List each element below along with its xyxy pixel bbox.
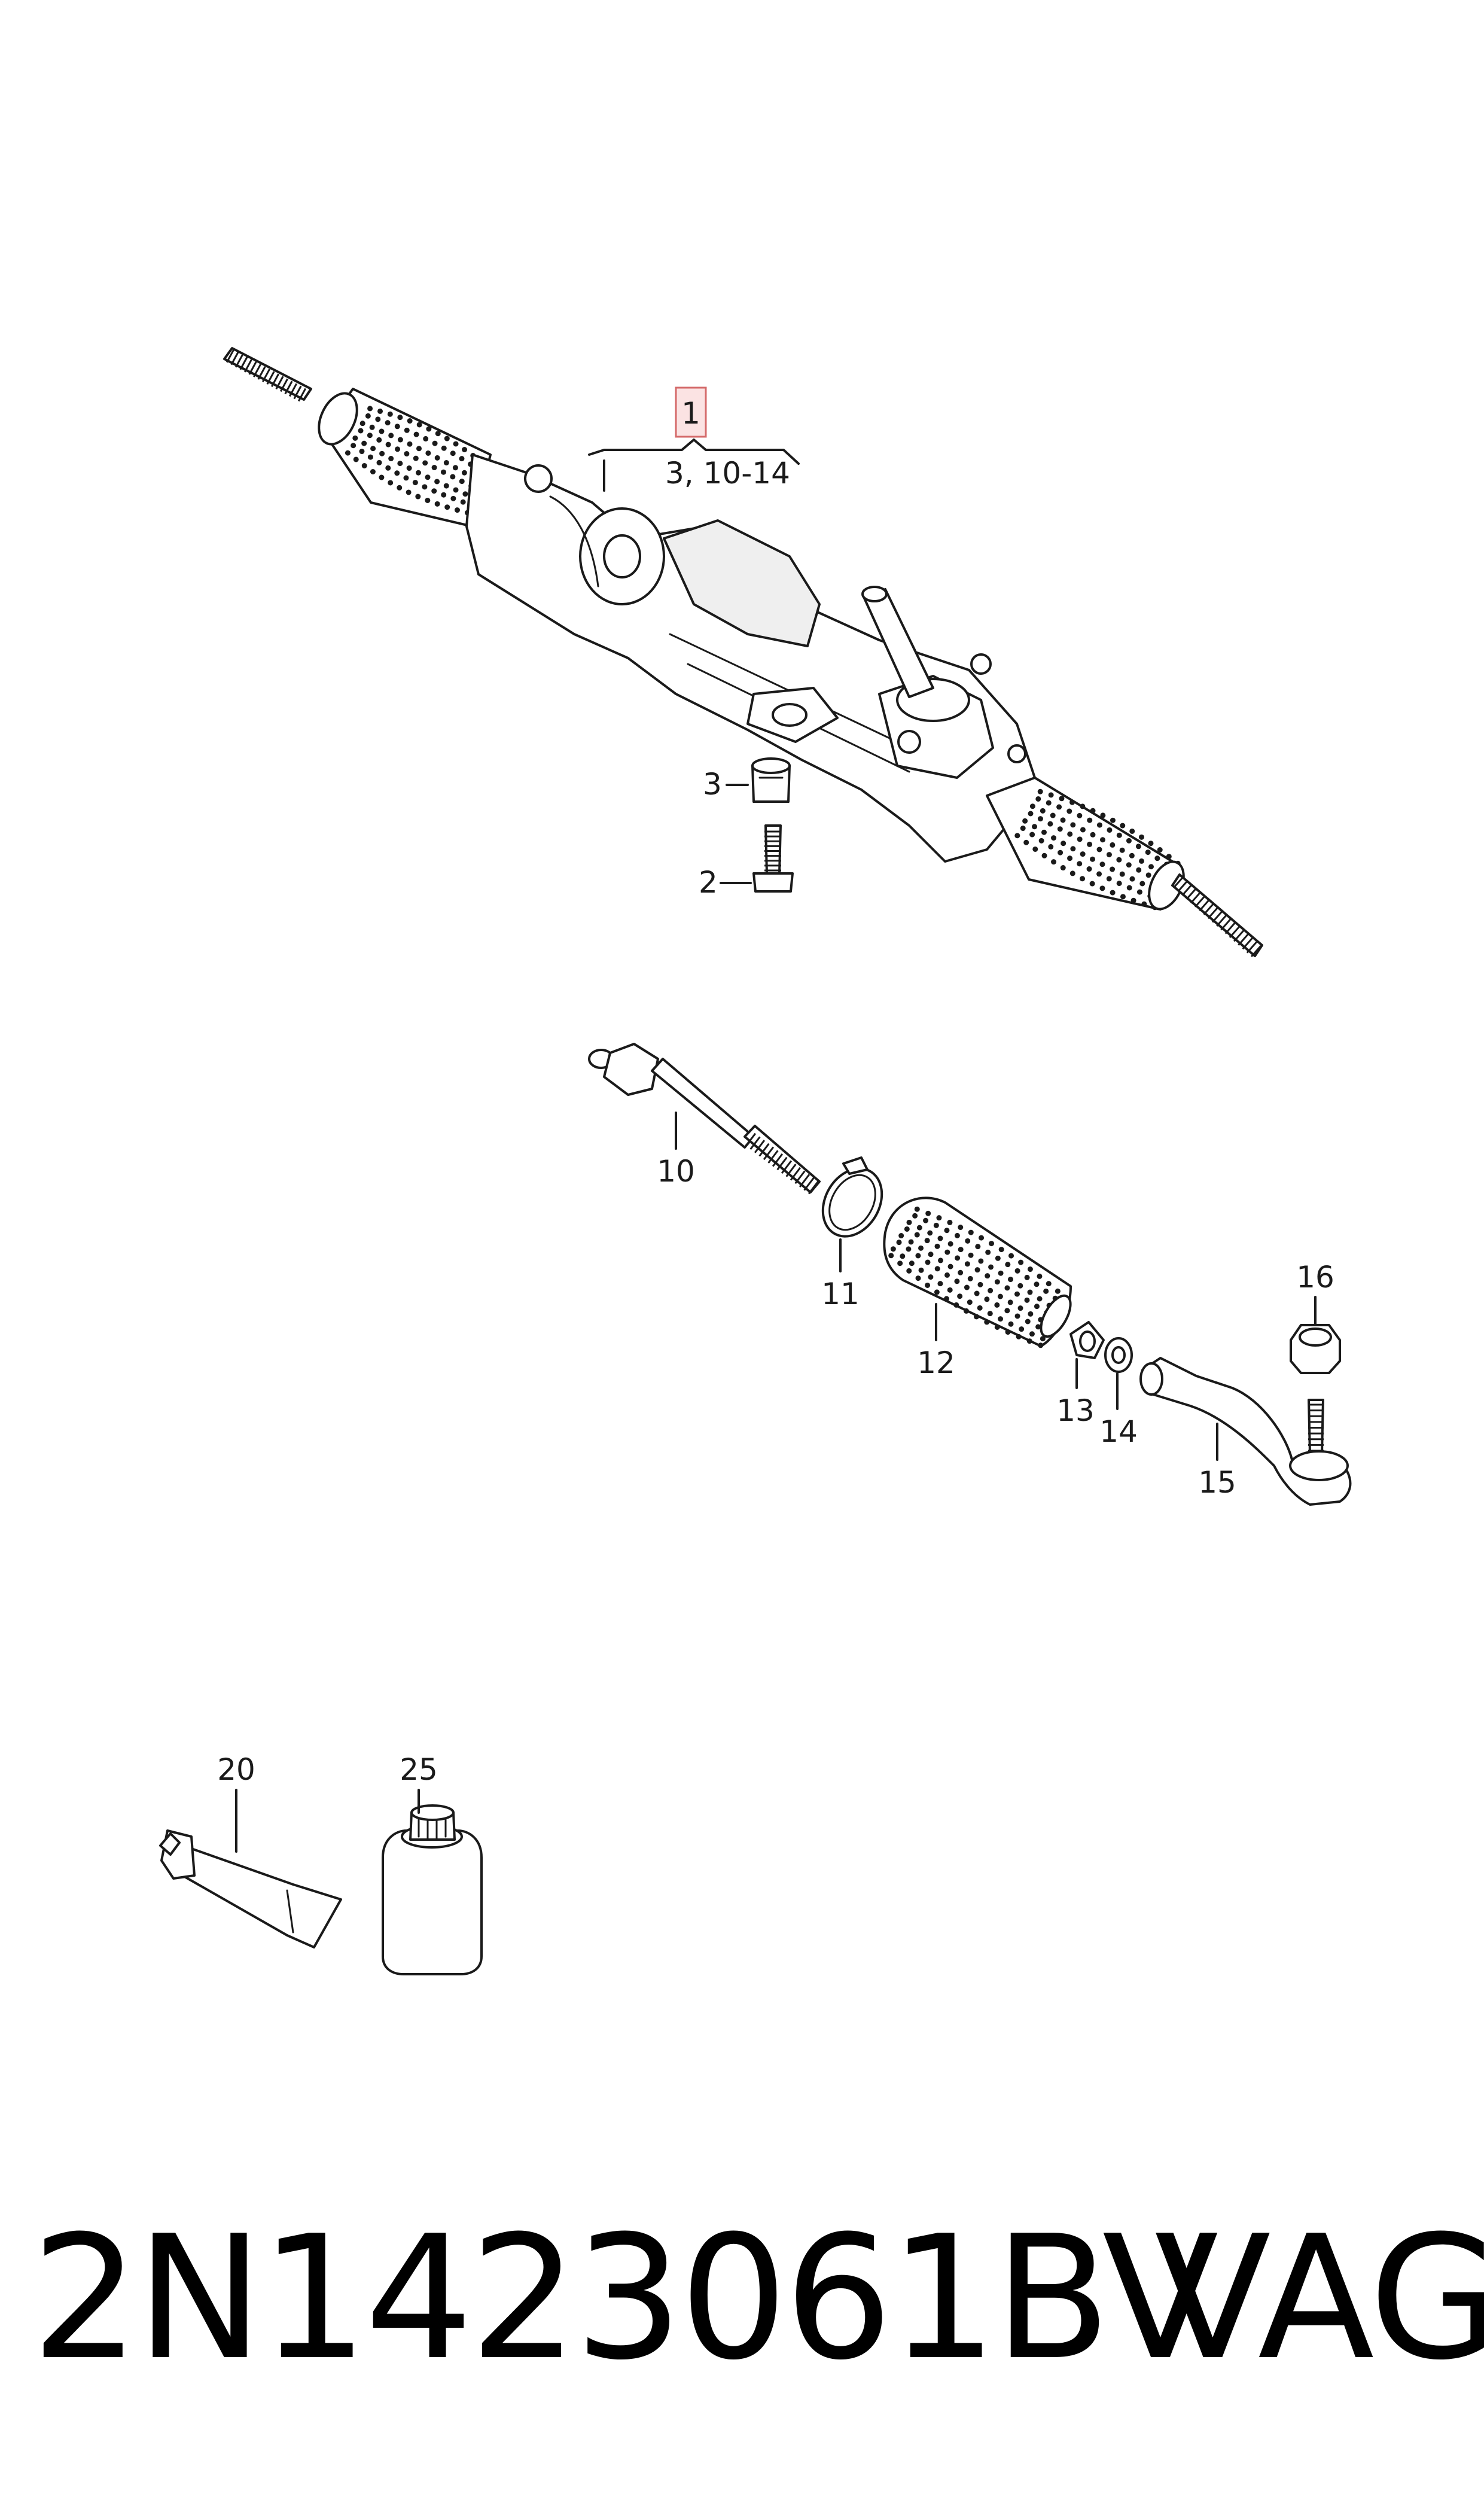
lock-nut (1104, 1337, 1133, 1373)
callout-10-label: 10 (657, 1154, 695, 1189)
callout-20-label: 20 (217, 1752, 255, 1787)
callout-2: 2 (699, 865, 752, 900)
callout-14-label: 14 (1099, 1414, 1138, 1449)
callout-16: 16 (1296, 1260, 1334, 1326)
callout-11-label: 11 (821, 1277, 860, 1311)
callout-15: 15 (1198, 1423, 1236, 1500)
callout-16-label: 16 (1296, 1260, 1334, 1295)
callout-20: 20 (217, 1752, 255, 1853)
callout-3: 3 (703, 767, 749, 802)
callout-1-label: 1 (681, 396, 700, 431)
callout-13: 13 (1056, 1358, 1095, 1428)
callout-2-label: 2 (699, 865, 718, 900)
callout-3-label: 3 (703, 767, 722, 802)
steering-rack-assembly (223, 347, 1263, 957)
rack-left-threaded-rod (223, 347, 312, 402)
brand-label: VAG (1154, 2199, 1484, 2398)
grease-tube (159, 1829, 342, 1948)
tie-rod-end (1139, 1357, 1352, 1506)
rack-left-boot (318, 388, 493, 528)
callout-11: 11 (821, 1238, 860, 1311)
rack-right-boot (986, 777, 1185, 911)
boot (883, 1196, 1072, 1348)
callout-12-label: 12 (917, 1345, 955, 1380)
callout-1-range: 3, 10-14 (665, 456, 790, 491)
part-number-label: 2N1423061BV (31, 2199, 1219, 2398)
callout-12: 12 (917, 1303, 955, 1380)
callout-25: 25 (400, 1752, 438, 1814)
callout-10: 10 (657, 1112, 695, 1189)
bolt (752, 824, 794, 893)
fluid-bottle (382, 1804, 483, 1975)
callout-13-label: 13 (1056, 1393, 1095, 1428)
inner-tie-rod (588, 1043, 821, 1195)
callout-15-label: 15 (1198, 1465, 1236, 1500)
callout-25-label: 25 (400, 1752, 438, 1787)
bushing (751, 757, 791, 803)
callout-14: 14 (1099, 1372, 1138, 1449)
clip (1069, 1321, 1105, 1359)
rack-right-threaded-rod (1171, 873, 1263, 957)
clamp-ring (821, 1156, 883, 1238)
self-locking-nut (1290, 1324, 1341, 1374)
rack-housing (465, 453, 1036, 863)
callout-1: 1 3, 10-14 (588, 386, 800, 492)
